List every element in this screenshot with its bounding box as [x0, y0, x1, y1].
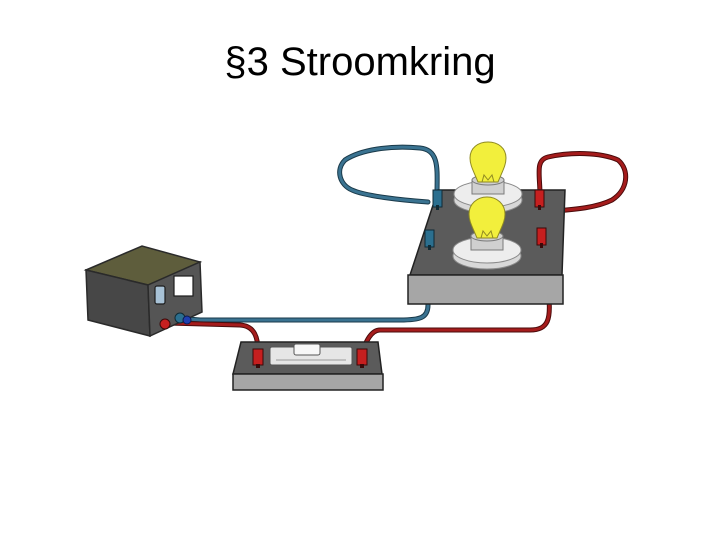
power-display: [173, 275, 194, 297]
board-terminal-red-top: [534, 189, 545, 210]
terminal-red: [159, 318, 171, 330]
wire-blue-bottom: [185, 237, 431, 323]
switch-icon: [269, 343, 353, 366]
light-bulb-icon: [452, 196, 522, 270]
board-terminal-red-bottom: [536, 227, 547, 248]
slide-title: §3 Stroomkring: [224, 40, 496, 84]
switch-terminal-right: [356, 348, 368, 368]
board-terminal-blue-top: [432, 189, 443, 210]
wire-red-top: [536, 151, 629, 215]
power-switch: [154, 285, 166, 305]
board-terminal-blue-bottom: [424, 229, 435, 250]
terminal-blue-cap: [182, 315, 192, 325]
switch-terminal-left: [252, 348, 264, 368]
power-supply-icon: [83, 245, 203, 338]
wire-blue-top: [337, 144, 440, 205]
